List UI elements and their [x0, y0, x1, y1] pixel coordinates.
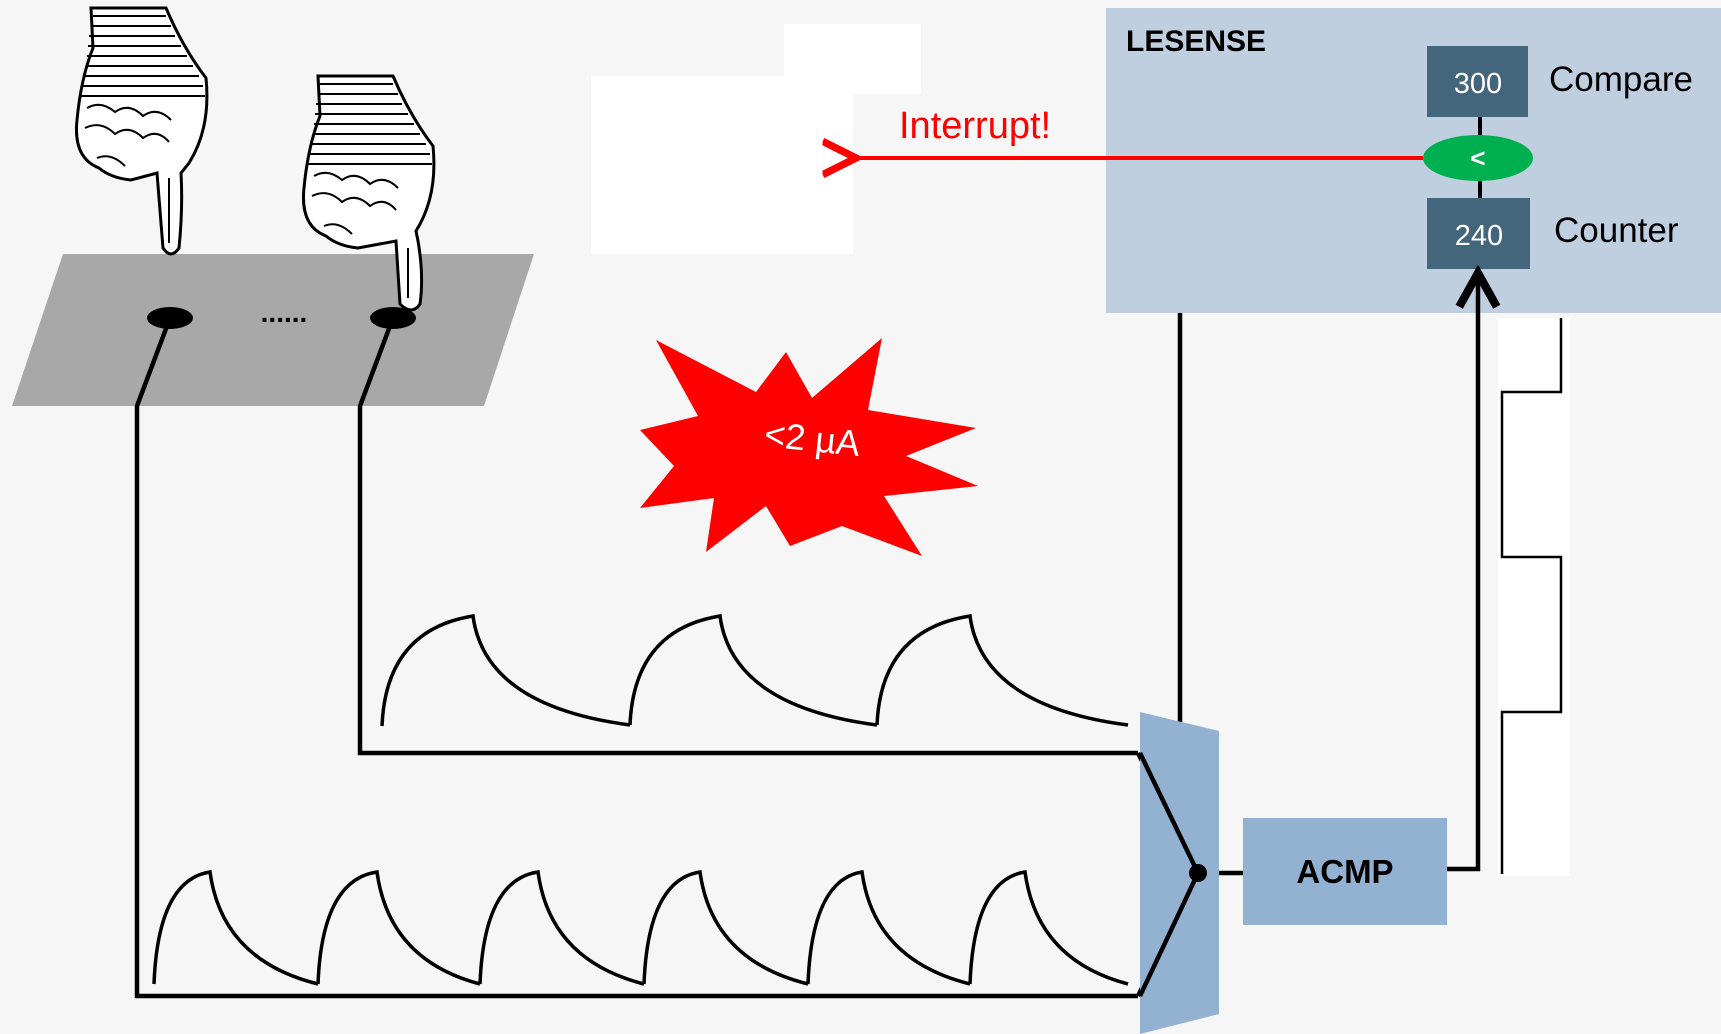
compare-value: 300 — [1454, 68, 1502, 100]
blank-core-area — [591, 24, 921, 254]
analog-mux — [1140, 712, 1219, 1034]
compare-register — [1427, 46, 1528, 117]
counter-value: 240 — [1455, 220, 1503, 252]
ellipsis: ...... — [261, 297, 308, 328]
mux-node — [1189, 864, 1207, 882]
pulse-train — [1498, 318, 1570, 876]
acmp-label: ACMP — [1296, 853, 1393, 890]
counter-label: Counter — [1554, 211, 1679, 250]
current-burst: <2 µA — [640, 338, 978, 556]
acmp-block — [1243, 818, 1447, 925]
waveform-slow — [380, 613, 1129, 727]
comparator — [1423, 135, 1533, 181]
touch-pad: ...... — [12, 254, 534, 406]
current-value: <2 µA — [763, 413, 863, 464]
interrupt-label: Interrupt! — [899, 105, 1051, 147]
waveform-fast — [152, 869, 1129, 986]
lesense-panel: LESENSE 300 Compare 240 Counter < — [1106, 8, 1721, 313]
lesense-title: LESENSE — [1126, 25, 1266, 58]
comparator-symbol: < — [1470, 143, 1485, 173]
pointing-hand-icon — [301, 74, 436, 312]
counter-register — [1427, 198, 1530, 269]
compare-label: Compare — [1549, 60, 1693, 99]
pointing-hand-icon — [74, 6, 209, 256]
